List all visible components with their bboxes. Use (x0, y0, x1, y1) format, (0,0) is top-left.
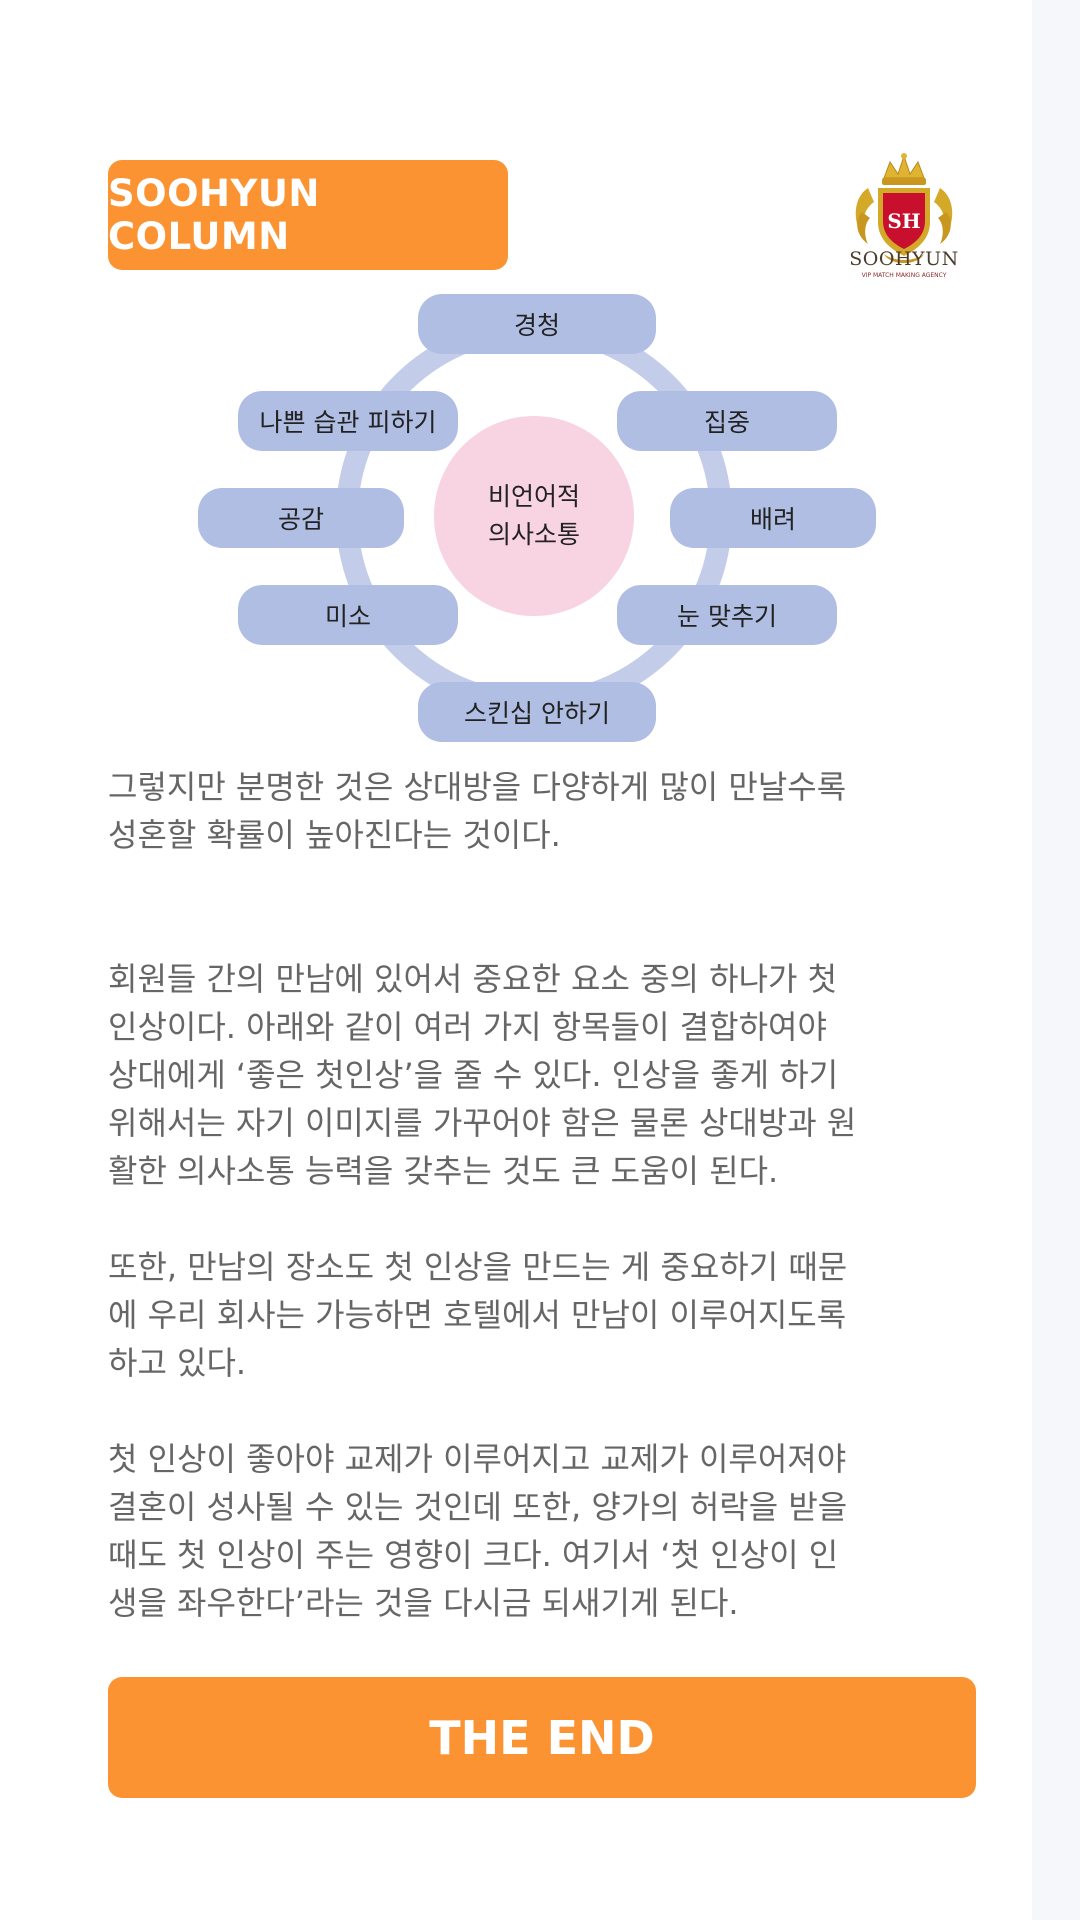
svg-text:SH: SH (887, 209, 920, 233)
diagram-center-line2: 의사소통 (487, 520, 580, 549)
diagram-ring (336, 318, 732, 714)
diagram-node-empathy: 공감 (198, 488, 404, 548)
article-paragraph-2: 회원들 간의 만남에 있어서 중요한 요소 중의 하나가 첫 인상이다. 아래와… (108, 960, 857, 1190)
column-badge: SOOHYUN COLUMN (108, 160, 508, 270)
article-paragraph-4: 첫 인상이 좋아야 교제가 이루어지고 교제가 이루어져야 결혼이 성사될 수 … (108, 1440, 848, 1622)
right-edge-strip (1032, 0, 1080, 1920)
diagram-node-no-skinship: 스킨십 안하기 (418, 682, 656, 742)
logo-wordmark: SOOHYUN (849, 248, 959, 270)
article-paragraph-1: 그렇지만 분명한 것은 상대방을 다양하게 많이 만날수록 성혼할 확률이 높아… (108, 768, 847, 854)
diagram-node-avoid-bad-habits: 나쁜 습관 피하기 (238, 391, 458, 451)
diagram-node-focus: 집중 (617, 391, 837, 451)
the-end-banner: THE END (108, 1677, 976, 1798)
crest-logo-icon: SH (855, 153, 953, 263)
diagram-node-smile: 미소 (238, 585, 458, 645)
logo-tagline: VIP MATCH MAKING AGENCY (861, 272, 947, 279)
diagram-node-listen: 경청 (418, 294, 656, 354)
diagram-center-line1: 비언어적 (487, 482, 580, 511)
diagram-node-consideration: 배려 (670, 488, 876, 548)
diagram-center: 비언어적 의사소통 (434, 416, 634, 616)
article-paragraph-3: 또한, 만남의 장소도 첫 인상을 만드는 게 중요하기 때문 에 우리 회사는… (108, 1248, 848, 1382)
diagram-node-eye-contact: 눈 맞추기 (617, 585, 837, 645)
